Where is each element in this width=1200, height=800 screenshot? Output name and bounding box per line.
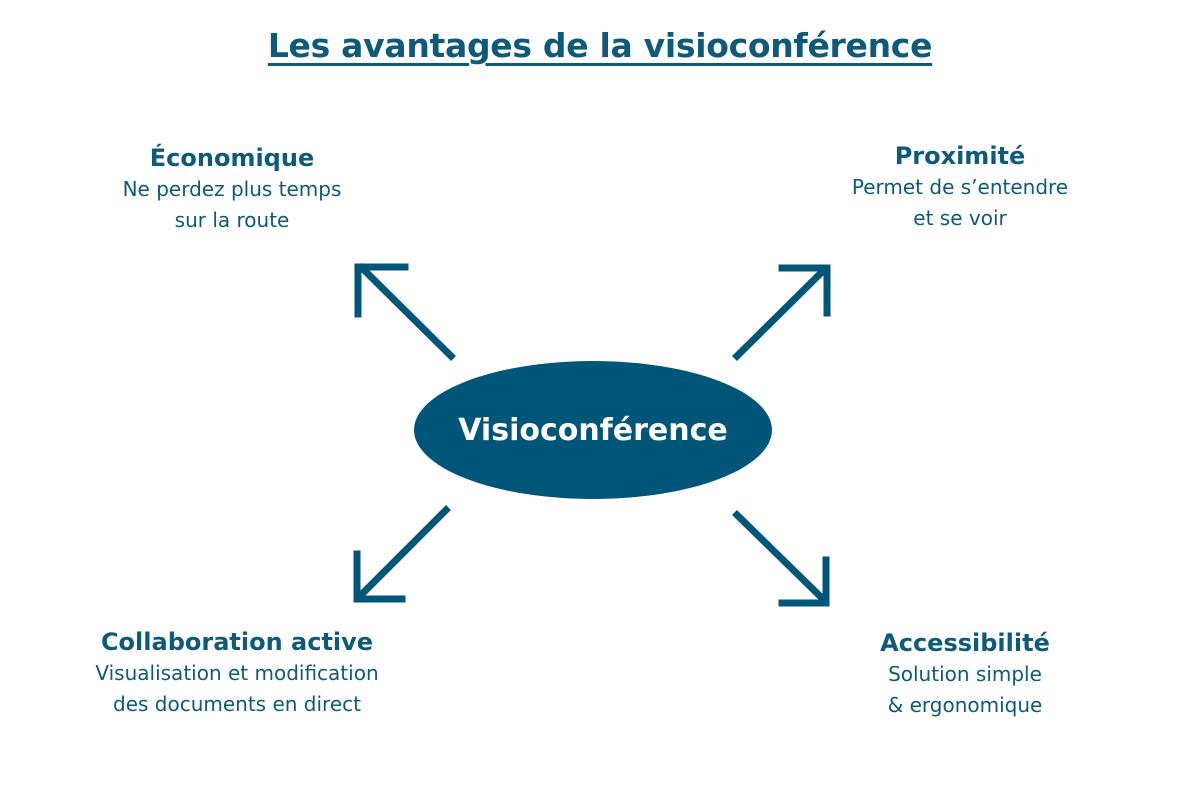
benefit-collaboration-active: Collaboration active Visualisation et mo… [62, 626, 412, 720]
benefit-description-line: Permet de s’entendre [851, 175, 1069, 199]
arrow-up-right-icon [732, 264, 831, 361]
benefit-description-line: et se voir [913, 206, 1007, 230]
benefit-heading: Économique [149, 144, 315, 172]
center-node-label: Visioconférence [458, 412, 728, 448]
benefit-description-line: Solution simple [888, 662, 1042, 686]
arrow-down-right-icon [732, 510, 830, 607]
benefit-description-line: Ne perdez plus temps [122, 177, 342, 201]
benefit-description-line: sur la route [174, 208, 290, 232]
benefit-description-line: des documents en direct [113, 692, 361, 716]
benefit-accessibilite: Accessibilité Solution simple & ergonomi… [815, 627, 1115, 721]
benefit-proximite: Proximité Permet de s’entendre et se voi… [810, 140, 1110, 234]
benefit-description-line: Visualisation et modification [95, 661, 379, 685]
page-title: Les avantages de la visioconférence [267, 26, 933, 65]
benefit-description-line: & ergonomique [887, 693, 1043, 717]
benefit-heading: Collaboration active [100, 628, 374, 656]
arrow-down-left-icon [353, 505, 451, 603]
benefit-economique: Économique Ne perdez plus temps sur la r… [82, 142, 382, 236]
benefit-heading: Accessibilité [880, 629, 1050, 657]
benefit-heading: Proximité [894, 142, 1026, 170]
center-node: Visioconférence [414, 361, 772, 499]
arrow-up-left-icon [354, 263, 456, 361]
